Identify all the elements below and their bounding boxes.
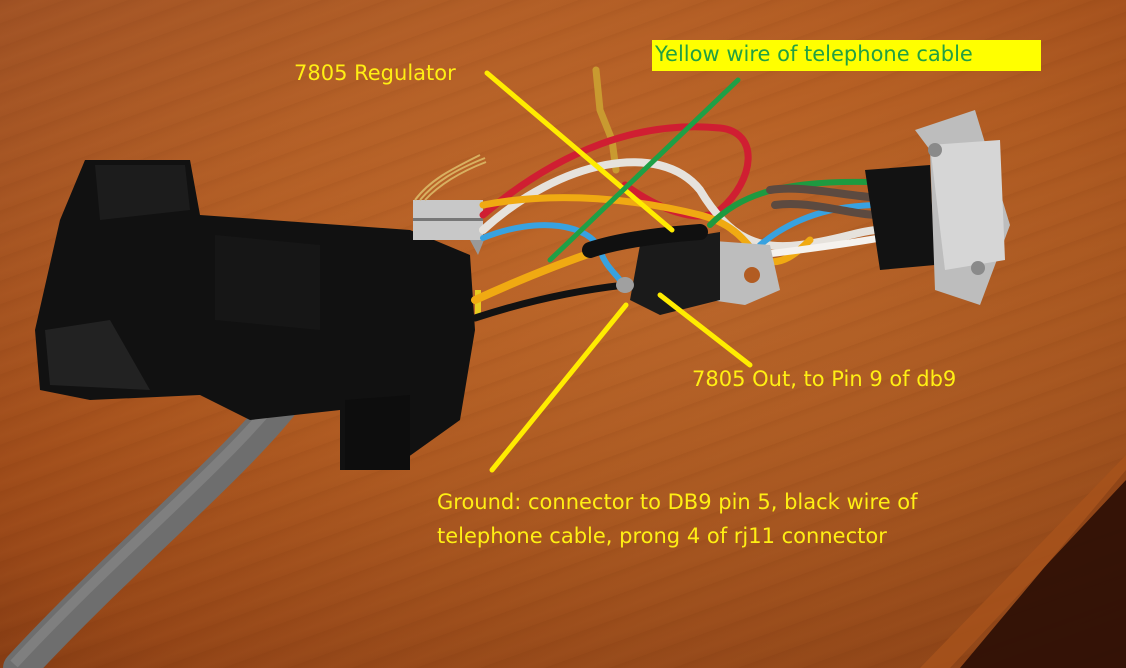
regulator-chip (582, 224, 780, 315)
gold-pin (592, 66, 620, 174)
db9-connector (865, 110, 1010, 305)
telephone-cable (3, 383, 302, 668)
out-label: 7805 Out, to Pin 9 of db9 (692, 367, 957, 391)
regulator-pointer-line (484, 70, 675, 233)
rj11-adapter (35, 160, 481, 470)
ground-label-line-1: Ground: connector to DB9 pin 5, black wi… (437, 490, 918, 514)
ground-label: Ground: connector to DB9 pin 5, black wi… (437, 485, 997, 553)
yellow-wire-label: Yellow wire of telephone cable (652, 40, 1041, 71)
ground-label-line-2: telephone cable, prong 4 of rj11 connect… (437, 524, 887, 548)
ground-pointer-line (489, 302, 629, 473)
table-edge (920, 455, 1126, 668)
regulator-label: 7805 Regulator (294, 61, 456, 85)
rj11-plug (413, 154, 487, 255)
yellow-wire-pointer-line (547, 77, 741, 263)
out-pointer-line (657, 292, 753, 368)
